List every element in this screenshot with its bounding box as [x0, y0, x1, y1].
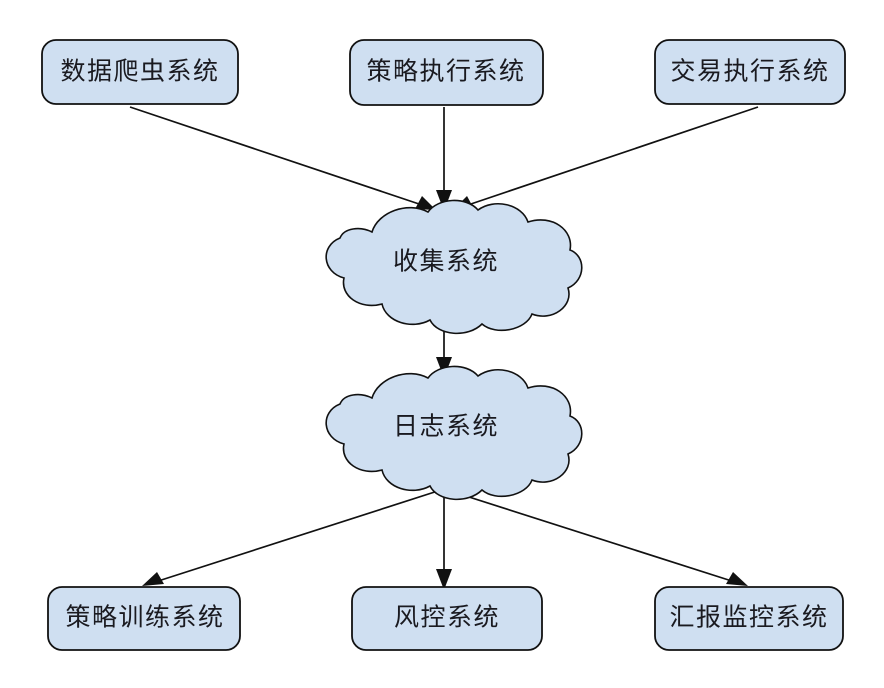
edge-line	[461, 106, 759, 208]
node-shape-rounded-rect[interactable]	[654, 586, 844, 651]
node-training[interactable]: 策略训练系统	[47, 586, 241, 651]
arrow-head-icon	[415, 196, 436, 210]
node-shape-rounded-rect[interactable]	[47, 586, 241, 651]
node-label-crawler: 数据爬虫系统	[60, 57, 219, 86]
arrow-head-icon	[726, 572, 748, 586]
arrow-head-icon	[436, 190, 452, 211]
node-label-collect: 收集系统	[393, 247, 499, 276]
arrow-head-icon	[142, 572, 164, 586]
edge-line	[129, 106, 429, 208]
edge-log-to-risk	[436, 489, 452, 590]
node-label-risk: 风控系统	[394, 603, 500, 632]
node-shape-rounded-rect[interactable]	[349, 39, 544, 106]
nodes-layer: 数据爬虫系统 策略执行系统 交易执行系统 收集系统 日志系统	[41, 39, 846, 651]
node-shape-rounded-rect[interactable]	[654, 39, 846, 105]
edge-log-to-report	[443, 488, 748, 586]
node-shape-cloud[interactable]	[325, 365, 583, 501]
node-label-log: 日志系统	[393, 412, 499, 441]
node-label-strategy: 策略执行系统	[366, 57, 525, 86]
node-label-report: 汇报监控系统	[669, 603, 828, 632]
node-risk[interactable]: 风控系统	[351, 586, 543, 651]
edge-line	[151, 488, 445, 584]
node-strategy[interactable]: 策略执行系统	[349, 39, 544, 106]
node-shape-rounded-rect[interactable]	[351, 586, 543, 651]
edges-layer	[129, 106, 759, 590]
node-trade[interactable]: 交易执行系统	[654, 39, 846, 105]
edge-line	[443, 488, 739, 584]
edge-strategy-to-collect	[436, 107, 452, 211]
node-crawler[interactable]: 数据爬虫系统	[41, 39, 239, 105]
node-log[interactable]: 日志系统	[325, 365, 583, 501]
node-label-trade: 交易执行系统	[670, 57, 829, 86]
node-report[interactable]: 汇报监控系统	[654, 586, 844, 651]
node-label-training: 策略训练系统	[65, 603, 224, 632]
node-collect[interactable]: 收集系统	[325, 199, 583, 335]
edge-crawler-to-collect	[129, 106, 436, 210]
arrow-head-icon	[436, 569, 452, 590]
edge-trade-to-collect	[453, 106, 759, 210]
node-shape-cloud[interactable]	[325, 199, 583, 335]
edge-log-to-training	[142, 488, 445, 586]
node-shape-rounded-rect[interactable]	[41, 39, 239, 105]
